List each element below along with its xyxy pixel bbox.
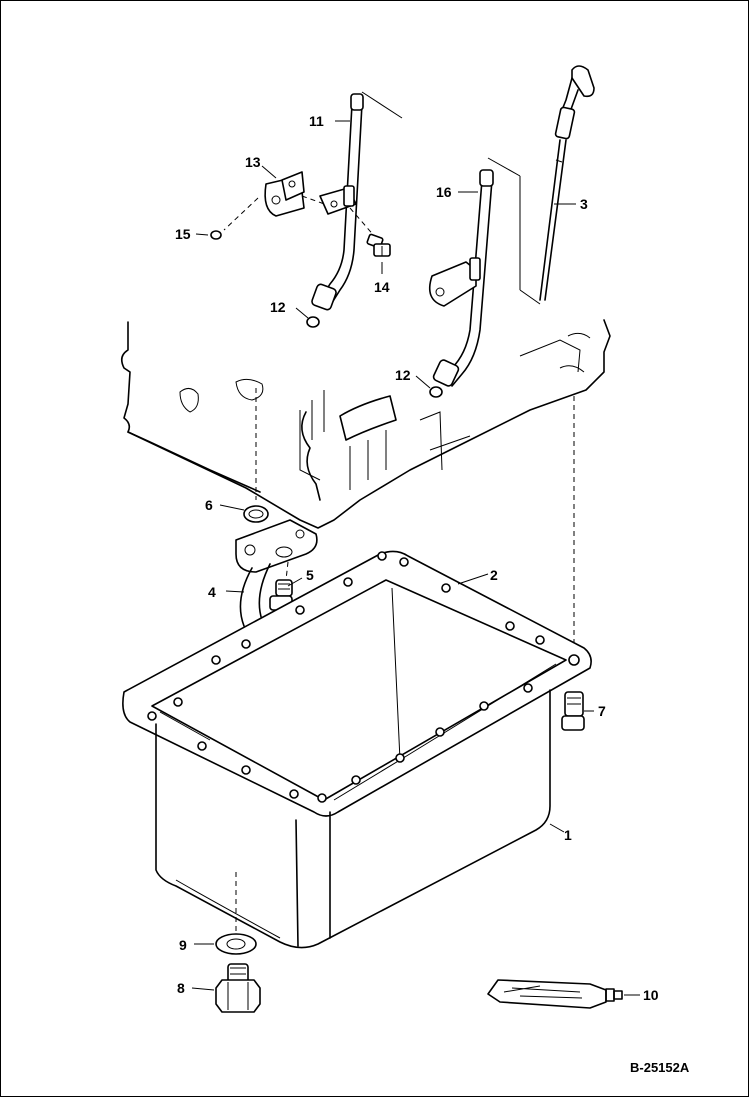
dipstick (539, 65, 595, 301)
sealant-tube (487, 979, 623, 1009)
engine-block (120, 319, 611, 529)
callout-10: 10 (643, 987, 659, 1003)
callout-9: 9 (179, 937, 187, 953)
callout-6: 6 (205, 497, 213, 513)
callout-labels: 1 2 3 4 5 6 7 8 9 10 11 12 12 13 14 15 1… (175, 113, 659, 1003)
callout-7: 7 (598, 703, 606, 719)
callout-12-right: 12 (395, 367, 411, 383)
callout-5: 5 (306, 567, 314, 583)
o-ring-left (306, 316, 320, 328)
callout-1: 1 (564, 827, 572, 843)
callout-13: 13 (245, 154, 261, 170)
callout-12-left: 12 (270, 299, 286, 315)
leader-lines (191, 120, 640, 996)
oil-pan (122, 550, 592, 949)
flange-bolt-holes (147, 551, 580, 803)
callout-15: 15 (175, 226, 191, 242)
callout-4: 4 (208, 584, 216, 600)
dipstick-tube-left (311, 91, 403, 311)
dipstick-tube-right (428, 157, 541, 387)
callout-2: 2 (490, 567, 498, 583)
callout-8: 8 (177, 980, 185, 996)
callout-16: 16 (436, 184, 452, 200)
drain-plug (215, 963, 261, 1013)
figure-reference: B-25152A (630, 1060, 690, 1075)
callout-14: 14 (374, 279, 390, 295)
assembly-guide-lines (223, 195, 575, 940)
o-ring-small (210, 230, 222, 240)
bolt (366, 233, 391, 257)
o-ring-right (429, 386, 443, 398)
pickup-o-ring (243, 505, 269, 523)
bracket (264, 171, 305, 217)
pan-bolt (561, 691, 585, 731)
callout-11: 11 (309, 113, 324, 129)
drain-washer (215, 933, 257, 955)
callout-3: 3 (580, 196, 588, 212)
